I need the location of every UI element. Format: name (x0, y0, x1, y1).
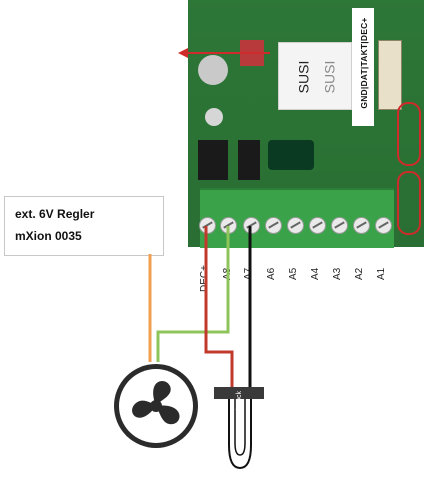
terminal-screw-a2 (353, 217, 370, 234)
terminal-screw-a4 (309, 217, 326, 234)
chip-2 (238, 140, 260, 180)
annotation-arrow-head (178, 48, 188, 58)
fan-blades (132, 380, 180, 425)
susi-socket (378, 40, 402, 110)
connector-pin-label: GND|DAT|TAKT|DEC+ (352, 8, 374, 126)
thermistor-icon (228, 398, 252, 470)
capacitor-small (205, 108, 223, 126)
highlight-box-2 (397, 171, 421, 235)
terminal-screw-a3 (331, 217, 348, 234)
capacitor (198, 55, 228, 85)
controller-label-line2: mXion 0035 (15, 229, 82, 243)
wire-green (156, 226, 230, 362)
md-logo (268, 140, 314, 170)
terminal-screw-a6 (265, 217, 282, 234)
controller-label-line1: ext. 6V Regler (15, 207, 95, 221)
terminal-screw-a1 (375, 217, 392, 234)
highlight-box-1 (397, 102, 421, 166)
thermistor-inner (234, 398, 246, 456)
terminal-screw-a5 (287, 217, 304, 234)
sensor-label: iStock (236, 390, 243, 410)
sensor-housing (214, 387, 264, 399)
external-controller-box: ext. 6V Regler mXion 0035 (4, 196, 164, 256)
wire-red (204, 226, 234, 390)
susi-connector-label: SUSI SUSI (278, 42, 352, 110)
chip-1 (198, 140, 228, 180)
